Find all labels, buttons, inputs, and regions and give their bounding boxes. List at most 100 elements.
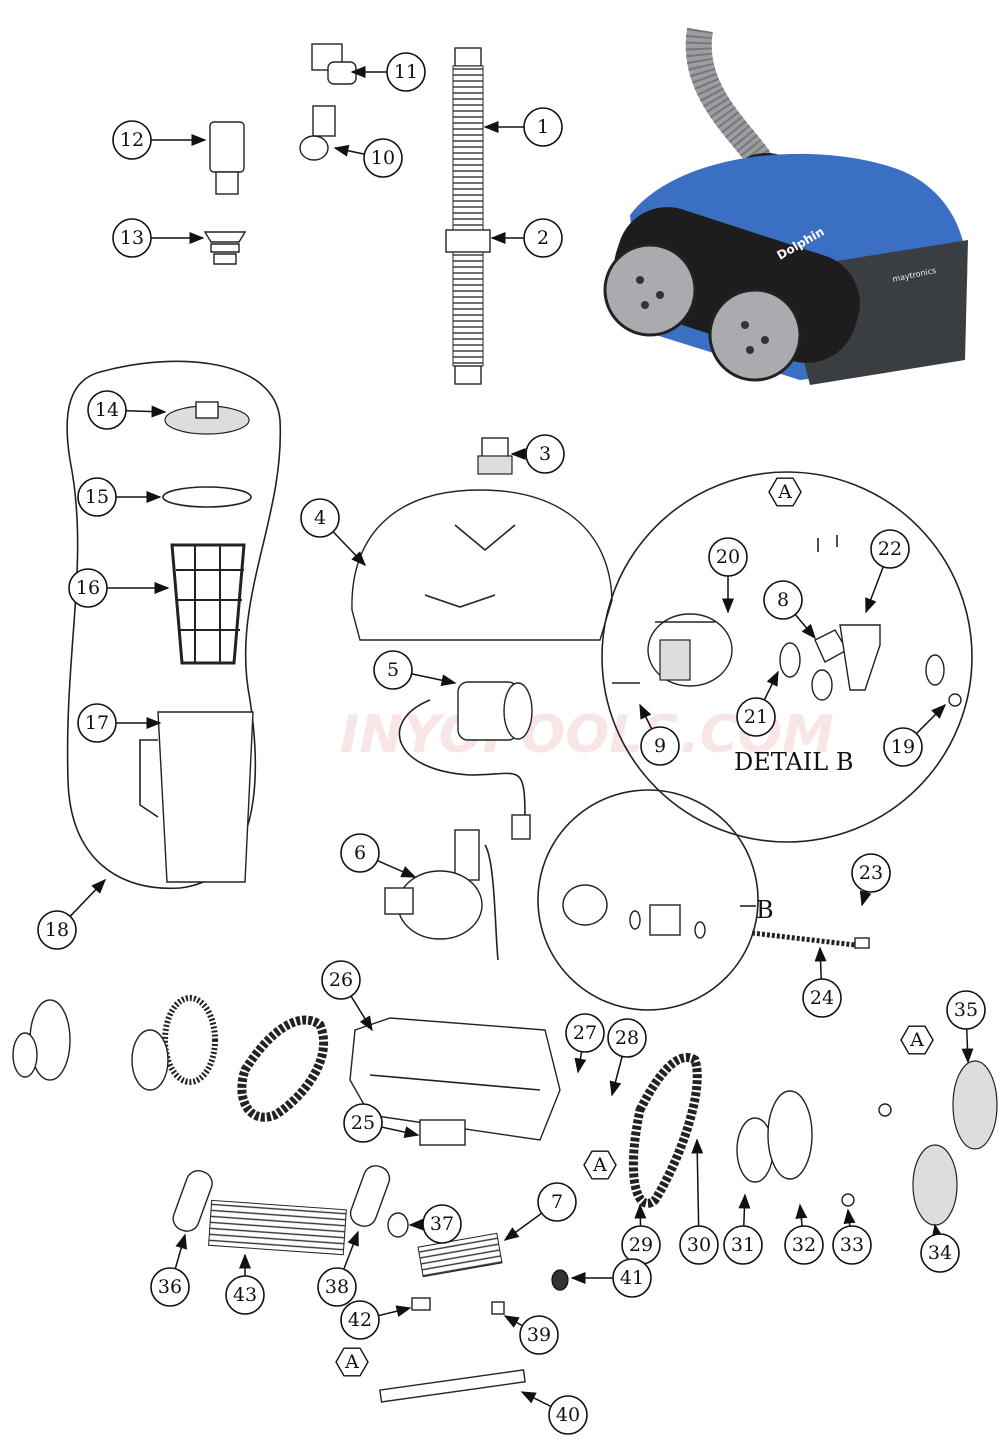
leader-arrow	[865, 566, 884, 614]
callout-circle	[519, 1315, 559, 1355]
callout-42: 42	[340, 1300, 412, 1340]
leader-arrow	[503, 1212, 543, 1241]
callout-number: 6	[354, 842, 366, 864]
callout-29: 29	[621, 1203, 661, 1265]
callout-number: 17	[85, 712, 109, 734]
callout-circle	[723, 1225, 763, 1265]
hex-text: A	[344, 1351, 359, 1373]
callout-circle	[946, 990, 986, 1030]
callout-circle	[77, 703, 117, 743]
callout-circle	[679, 1225, 719, 1265]
callout-18: 18	[37, 878, 107, 950]
callout-number: 22	[878, 538, 902, 560]
callout-circle	[883, 727, 923, 767]
filter-assembly-outline	[66, 360, 282, 890]
chassis-part	[349, 1017, 561, 1141]
hex-label-a: A	[900, 1025, 934, 1055]
callout-circle	[784, 1225, 824, 1265]
callout-number: 3	[539, 443, 551, 465]
detail-b-ref: B	[756, 896, 774, 924]
callout-circle	[548, 1395, 588, 1435]
leader-arrow	[350, 995, 373, 1032]
callout-circle	[87, 390, 127, 430]
callout-9: 9	[639, 703, 680, 766]
wheel-parts	[12, 995, 998, 1226]
callout-36: 36	[150, 1233, 190, 1307]
hex-text: A	[777, 481, 792, 503]
callout-14: 14	[87, 390, 167, 430]
callout-number: 16	[76, 577, 100, 599]
leader-arrow	[69, 878, 107, 917]
callout-number: 35	[954, 999, 978, 1021]
callout-number: 41	[620, 1267, 644, 1289]
leader-arrow	[609, 1056, 623, 1097]
leader-arrow	[843, 1208, 856, 1227]
callout-circle	[37, 910, 77, 950]
callout-32: 32	[784, 1203, 824, 1265]
callout-number: 42	[348, 1309, 372, 1331]
callout-circle	[525, 434, 565, 474]
callout-20: 20	[708, 537, 748, 614]
leader-arrow	[738, 1193, 751, 1227]
leader-arrow	[814, 946, 827, 980]
callout-number: 31	[731, 1234, 755, 1256]
callout-number: 40	[556, 1404, 580, 1426]
callout-4: 4	[300, 498, 367, 567]
callout-circle	[68, 568, 108, 608]
callout-number: 8	[777, 589, 789, 611]
leader-arrow	[343, 1230, 359, 1270]
callout-number: 7	[551, 1191, 563, 1213]
callout-circle	[386, 52, 426, 92]
callout-number: 25	[351, 1112, 375, 1134]
callout-number: 9	[654, 735, 666, 757]
motor-part	[398, 681, 533, 840]
callout-circle	[225, 1275, 265, 1315]
callout-40: 40	[520, 1391, 588, 1435]
callout-34: 34	[920, 1223, 960, 1273]
callout-23: 23	[851, 853, 891, 907]
callout-number: 43	[233, 1284, 257, 1306]
callout-number: 5	[387, 659, 399, 681]
callout-22: 22	[865, 529, 910, 614]
callout-16: 16	[68, 568, 170, 608]
callout-number: 14	[95, 399, 119, 421]
callout-number: 2	[537, 227, 549, 249]
detail-b-label: DETAIL B	[734, 748, 853, 776]
callout-number: 34	[928, 1242, 952, 1264]
callout-number: 27	[573, 1022, 597, 1044]
callout-circle	[763, 580, 803, 620]
callout-circle	[920, 1233, 960, 1273]
leader-arrow	[520, 1391, 552, 1408]
callout-30: 30	[679, 1138, 719, 1265]
pump-part	[384, 829, 499, 961]
top-cover-part	[351, 489, 613, 641]
callout-8: 8	[763, 580, 816, 640]
callout-15: 15	[77, 477, 162, 517]
callout-1: 1	[483, 107, 563, 147]
callout-number: 39	[527, 1324, 551, 1346]
callout-39: 39	[503, 1315, 559, 1355]
callout-number: 24	[810, 987, 834, 1009]
callout-circle	[537, 1182, 577, 1222]
callout-41: 41	[570, 1258, 652, 1298]
callout-number: 11	[394, 61, 418, 83]
callout-number: 23	[859, 862, 883, 884]
callout-circle	[343, 1103, 383, 1143]
callout-number: 1	[537, 116, 549, 138]
callout-circle	[851, 853, 891, 893]
hex-labels: A A A A	[335, 477, 934, 1377]
leader-arrow	[411, 673, 457, 687]
detail-b-ref-circle	[537, 789, 759, 1011]
leader-arrow	[763, 670, 779, 701]
leader-arrow	[174, 1233, 188, 1269]
callout-number: 37	[430, 1213, 454, 1235]
callout-circle	[317, 1267, 357, 1307]
hex-label-a: A	[583, 1150, 617, 1180]
callout-38: 38	[317, 1230, 359, 1307]
leader-arrow	[859, 890, 872, 907]
callout-10: 10	[333, 138, 403, 178]
callout-6: 6	[340, 833, 417, 878]
callout-37: 37	[408, 1204, 462, 1244]
callout-5: 5	[373, 650, 457, 690]
